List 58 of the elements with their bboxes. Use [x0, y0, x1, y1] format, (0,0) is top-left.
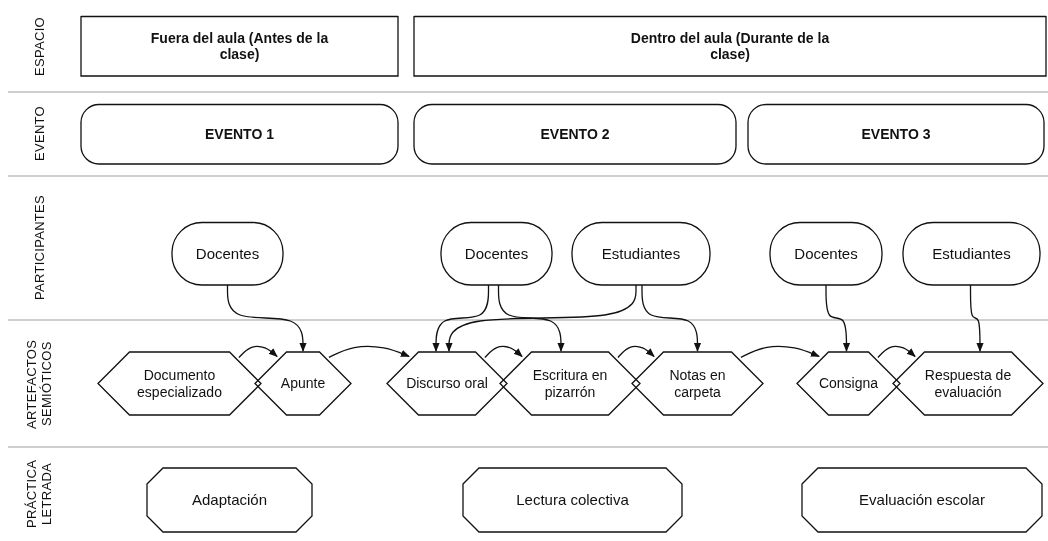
arrow — [877, 345, 916, 359]
row-label: PARTICIPANTES — [32, 195, 48, 301]
practice-octagon — [463, 468, 682, 532]
artifact-hexagon — [387, 352, 507, 415]
event-box — [748, 104, 1044, 164]
node-text: Docentes — [464, 244, 529, 263]
event-box — [81, 104, 398, 164]
node-text: Respuesta de evaluación — [923, 367, 1013, 400]
artifact-hexagon — [797, 352, 900, 415]
arrow — [484, 345, 523, 359]
arrow — [825, 284, 851, 352]
node-text: Apunte — [280, 375, 326, 392]
arrow — [969, 284, 984, 352]
node-text: Dentro del aula (Durante de la clase) — [629, 29, 831, 63]
arrow — [497, 284, 565, 352]
participant-box — [903, 222, 1040, 285]
node-text: Fuera del aula (Antes de la clase) — [149, 29, 330, 63]
artifact-hexagon — [893, 352, 1043, 415]
event-box — [414, 104, 736, 164]
arrow — [432, 284, 490, 352]
arrow — [445, 284, 637, 352]
node-text: Docentes — [794, 244, 858, 263]
node-text: Discurso oral — [406, 375, 488, 392]
node-text: Evaluación escolar — [859, 491, 985, 509]
node-text: Lectura colectiva — [516, 491, 629, 509]
node-text: Estudiantes — [932, 244, 1011, 263]
node-text: Notas en carpeta — [668, 367, 727, 400]
node-text: Escritura en pizarrón — [531, 367, 609, 400]
row-label: EVENTO — [32, 106, 48, 162]
artifact-hexagon — [632, 352, 763, 415]
arrow — [617, 345, 655, 359]
node-text: Estudiantes — [601, 244, 681, 263]
node-text: Docentes — [195, 244, 260, 263]
practice-octagon — [147, 468, 312, 532]
row-label: ARTEFACTOS SEMIÓTICOS — [25, 337, 55, 431]
participant-box — [770, 222, 882, 285]
node-text: Consigna — [818, 375, 879, 392]
node-text: EVENTO 3 — [861, 125, 931, 143]
row-label: PRÁCTICA LETRADA — [25, 458, 55, 531]
node-text: EVENTO 2 — [540, 125, 610, 143]
arrow — [226, 284, 307, 352]
arrow — [328, 345, 410, 359]
artifact-hexagon — [255, 352, 351, 415]
artifact-hexagon — [500, 352, 640, 415]
practice-octagon — [802, 468, 1042, 532]
row-label: ESPACIO — [32, 16, 48, 76]
space-box — [414, 16, 1046, 76]
participant-box — [572, 222, 710, 285]
participant-box — [172, 222, 283, 285]
arrow — [740, 345, 820, 359]
node-text: EVENTO 1 — [205, 125, 274, 143]
node-text: Adaptación — [191, 491, 268, 509]
arrow — [238, 345, 278, 359]
participant-box — [441, 222, 552, 285]
space-box — [81, 16, 398, 76]
arrow — [641, 284, 702, 352]
artifact-hexagon — [98, 352, 261, 415]
node-text: Documento especializado — [136, 367, 223, 400]
